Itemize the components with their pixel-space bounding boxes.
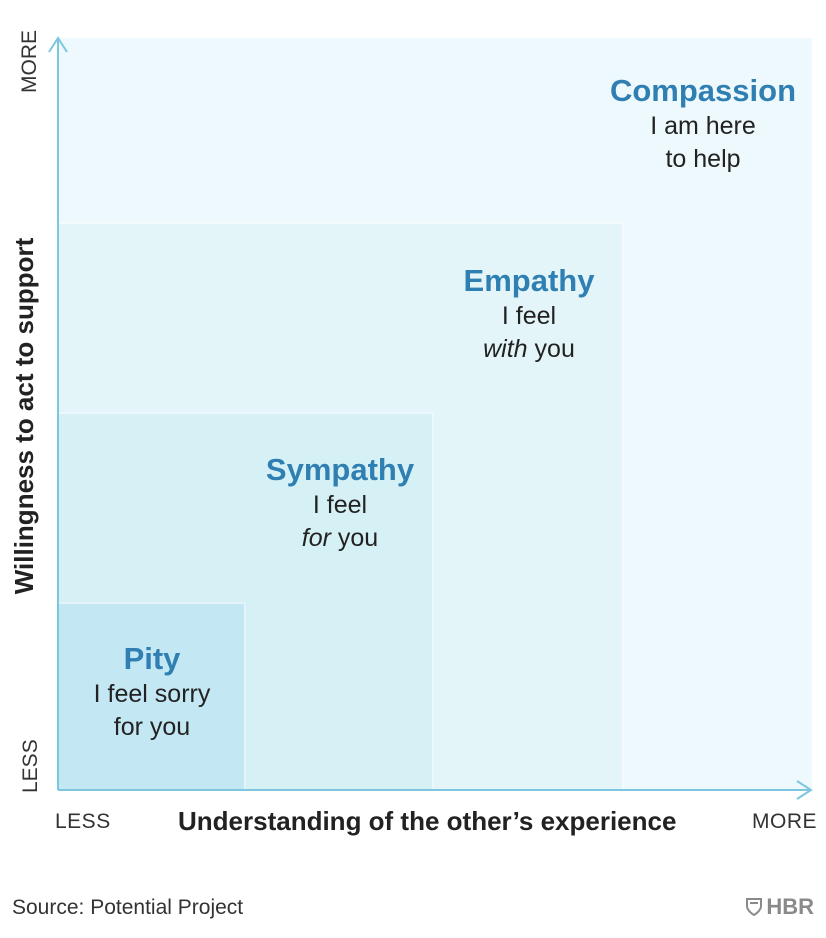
stage-name: Compassion <box>609 73 797 108</box>
stage-description: I feel with you <box>483 302 575 363</box>
x-axis-arrowhead <box>796 780 813 800</box>
stage-compassion: Compassion I am here to help <box>610 72 796 176</box>
x-axis-title: Understanding of the other’s experience <box>178 806 677 836</box>
x-axis-low-label: LESS <box>55 810 111 833</box>
stage-name: Sympathy <box>265 452 415 487</box>
y-axis-high-label: MORE <box>18 30 41 93</box>
shield-icon <box>746 898 763 916</box>
stage-name: Pity <box>123 641 181 676</box>
y-axis-low-label: LESS <box>19 739 42 793</box>
brand-logo: HBR <box>746 894 814 920</box>
stage-pity: Pity I feel sorry for you <box>94 640 211 744</box>
y-axis-arrowhead <box>48 36 68 53</box>
stage-empathy: Empathy I feel with you <box>464 262 595 366</box>
stage-description: I feel for you <box>301 491 379 552</box>
brand-text: HBR <box>766 894 814 919</box>
stage-description: I am here to help <box>650 112 756 173</box>
stage-name: Empathy <box>463 263 595 298</box>
pity-region <box>58 602 246 790</box>
stage-sympathy: Sympathy I feel for you <box>266 451 414 555</box>
stage-description: I feel sorry for you <box>93 680 211 741</box>
x-axis-high-label: MORE <box>752 810 817 833</box>
source-note: Source: Potential Project <box>12 896 244 919</box>
y-axis-title: Willingness to act to support <box>9 237 39 595</box>
sympathy-region <box>58 412 434 790</box>
